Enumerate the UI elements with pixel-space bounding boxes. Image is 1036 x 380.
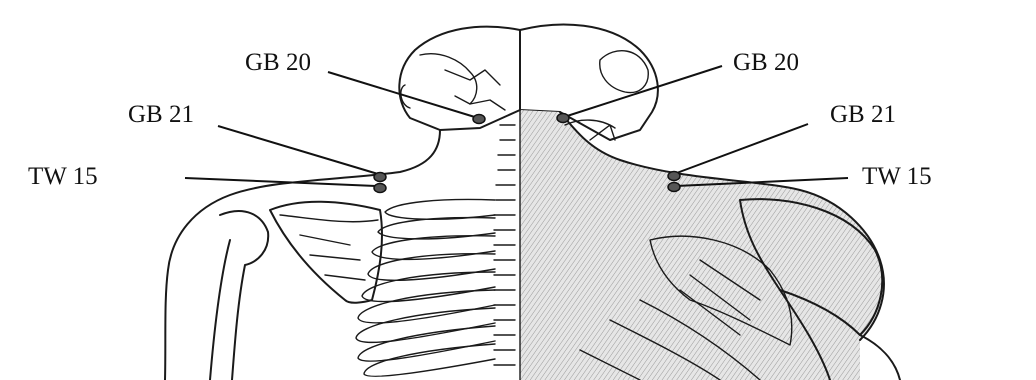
vertebrae — [494, 125, 515, 365]
point-gb21-left — [374, 173, 386, 182]
label-gb21-right: GB 21 — [830, 101, 896, 128]
skeleton-view-half — [165, 27, 520, 380]
label-gb21-left: GB 21 — [128, 101, 194, 128]
label-tw15-right: TW 15 — [862, 163, 932, 190]
point-gb21-right — [668, 172, 680, 181]
label-tw15-left: TW 15 — [28, 163, 98, 190]
point-tw15-right — [668, 183, 680, 192]
point-gb20-left — [473, 115, 485, 124]
point-tw15-left — [374, 184, 386, 193]
ribs — [356, 200, 495, 377]
leader-lines — [185, 66, 848, 186]
muscle-view-half — [520, 25, 900, 380]
label-gb20-right: GB 20 — [733, 49, 799, 76]
label-gb20-left: GB 20 — [245, 49, 311, 76]
point-gb20-right — [557, 114, 569, 123]
